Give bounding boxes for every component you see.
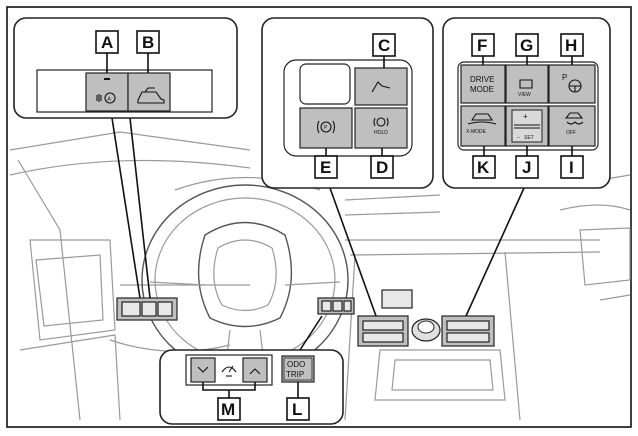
callout-l-label: L [292,400,302,419]
set-text: SET [524,135,534,141]
panel-a-b: A A B [13,17,238,119]
callout-d-label: D [376,158,388,177]
odo-text: ODO [287,360,305,369]
callout-h-label: H [565,36,577,55]
callout-k-label: K [477,158,490,177]
camera-view-icon: VIEW [518,79,533,98]
drive-mode-line1: DRIVE [470,75,494,84]
svg-text:A: A [108,97,112,103]
button-i[interactable] [548,105,596,147]
callout-c-label: C [378,36,390,55]
x-mode-icon: X-MODE [466,113,497,135]
button-e[interactable] [299,107,353,149]
callout-j-label: J [522,158,531,177]
parking-assist-icon: P [562,73,582,93]
vehicle-icon [137,87,165,104]
drive-mode-line2: MODE [470,85,494,94]
accessory-icon [371,81,391,93]
button-c[interactable] [354,67,408,106]
auto-high-beam-icon: A [96,78,116,104]
callout-a-label: A [101,33,113,52]
button-m-up[interactable] [242,357,268,383]
hold-text: HOLD [374,130,388,136]
callout-g-label: G [520,36,533,55]
svg-text:P: P [324,125,328,131]
view-text: VIEW [518,92,531,98]
callout-m [217,397,241,421]
panel-l-m: ODO TRIP M L [159,349,344,425]
button-f[interactable] [460,64,506,104]
button-h[interactable] [548,64,596,104]
callout-f-label: F [477,36,487,55]
callout-m-label: M [221,400,235,419]
callout-l [286,397,310,421]
panel-c-d-e: P HOLD C E D [261,17,434,189]
svg-text:−: − [517,135,520,141]
speed-set-icon: + − SET [511,109,543,143]
center-console-switches [357,289,495,347]
chevron-up-icon [249,368,261,375]
panel-f-to-k: DRIVE MODE VIEW P X-MODE + − SET [442,17,611,189]
callout-b-label: B [142,33,154,52]
trip-text: TRIP [286,370,304,379]
parking-brake-icon: P [316,120,336,134]
display-select-icon [221,365,237,377]
off-text: OFF [566,130,576,136]
button-k[interactable] [460,105,506,147]
left-dash-switches [116,297,178,321]
chevron-down-icon [197,366,209,373]
traction-off-icon: OFF [564,112,584,136]
park-p-text: P [562,73,567,82]
button-m-down[interactable] [190,357,216,383]
button-d[interactable] [354,107,408,149]
meter-switches [317,297,355,315]
callout-i-label: I [569,158,574,177]
leader-lines [111,117,525,351]
xmode-text: X-MODE [466,129,487,135]
auto-hold-icon: HOLD [373,117,389,136]
callout-e-label: E [320,158,331,177]
svg-text:+: + [523,112,528,121]
